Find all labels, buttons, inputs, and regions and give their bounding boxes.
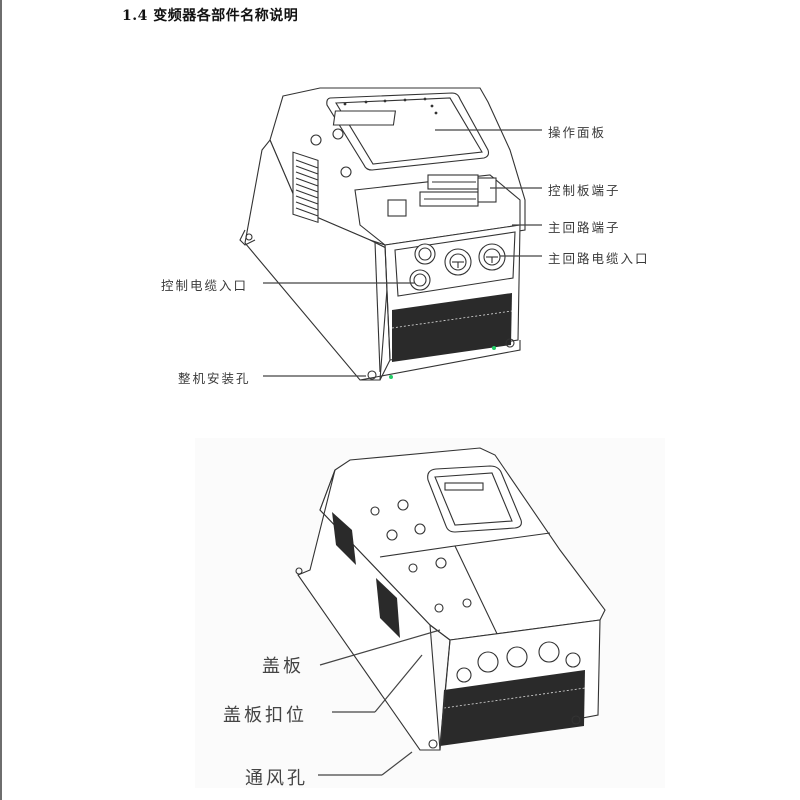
label-cover-clip: 盖板扣位 (223, 705, 307, 726)
cable-entries-2 (456, 641, 581, 683)
page-left-border (0, 0, 2, 800)
side-vent-grille (292, 151, 319, 224)
section-heading: 1.4 变频器各部件名称说明 (122, 8, 299, 24)
front-vent-grille (391, 293, 513, 362)
label-control-cable-entry: 控制电缆入口 (161, 278, 249, 293)
label-cover-plate: 盖板 (262, 656, 304, 677)
operation-panel (326, 92, 490, 171)
cover-plate (379, 532, 551, 641)
label-control-board-terminal: 控制板端子 (548, 183, 621, 198)
label-main-circuit-terminal: 主回路端子 (548, 220, 621, 235)
label-mounting-hole: 整机安装孔 (178, 371, 251, 386)
label-main-circuit-cable-entry: 主回路电缆入口 (548, 251, 650, 266)
operation-panel-window (427, 465, 522, 533)
label-operation-panel: 操作面板 (548, 125, 607, 140)
cable-entries (409, 243, 506, 291)
label-vent-hole: 通风孔 (245, 768, 308, 789)
control-terminals (354, 174, 521, 246)
